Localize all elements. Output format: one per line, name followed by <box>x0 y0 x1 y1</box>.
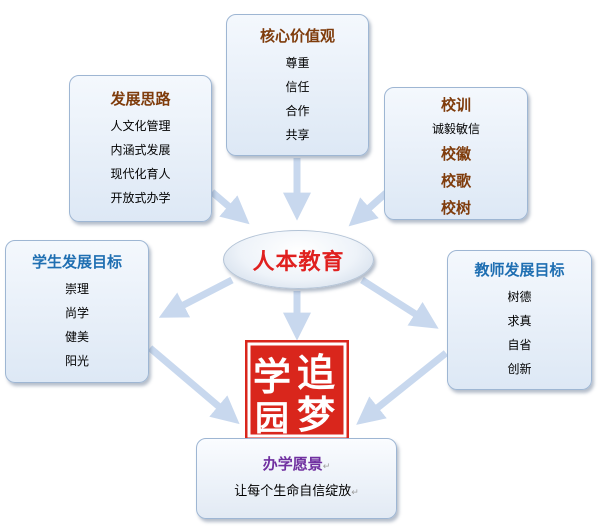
paragraph-mark-icon: ↵ <box>322 462 331 472</box>
school-vision-title-text: 办学愿景 <box>262 455 323 473</box>
development-strategy-box: 发展思路 人文化管理 内涵式发展 现代化育人 开放式办学 <box>69 75 212 222</box>
motto-item: 校徽 <box>440 145 471 163</box>
strategy-item: 内涵式发展 <box>110 143 171 157</box>
seal-char: 园 <box>255 399 289 439</box>
school-vision-text-content: 让每个生命自信绽放 <box>234 484 352 499</box>
value-item: 合作 <box>285 104 310 118</box>
value-item: 信任 <box>285 80 310 94</box>
school-vision-text: 让每个生命自信绽放↵ <box>197 480 396 505</box>
arrow-center-to-student <box>158 276 234 318</box>
student-goal-item: 崇理 <box>64 282 89 296</box>
motto-item: 校树 <box>440 199 471 217</box>
teacher-goal-item: 树德 <box>507 290 532 304</box>
strategy-item: 人文化管理 <box>110 119 171 133</box>
core-values-title: 核心价值观 <box>259 27 335 45</box>
strategy-item: 开放式办学 <box>110 191 171 205</box>
arrow-motto-to-center <box>348 190 389 227</box>
school-motto-text: 诚毅敏信 <box>431 122 480 136</box>
seal-char: 梦 <box>297 393 335 437</box>
student-goal-item: 尚学 <box>64 306 89 320</box>
arrow-center-to-teacher <box>360 277 439 329</box>
teacher-goals-box: 教师发展目标 树德 求真 自省 创新 <box>447 250 592 390</box>
teacher-goal-item: 自省 <box>507 338 532 352</box>
school-vision-box: 办学愿景↵ 让每个生命自信绽放↵ <box>196 438 397 519</box>
teacher-goals-title: 教师发展目标 <box>474 261 565 279</box>
core-values-box: 核心价值观 尊重 信任 合作 共享 <box>226 14 369 156</box>
student-goal-item: 健美 <box>64 330 89 344</box>
center-concept-oval: 人本教育 <box>223 230 374 289</box>
student-goals-title: 学生发展目标 <box>31 253 122 271</box>
school-seal-logo: 学 追 梦 园 <box>245 340 349 440</box>
arrow-teacher-to-vision <box>356 350 449 425</box>
school-motto-title: 校训 <box>440 96 471 114</box>
student-goals-box: 学生发展目标 崇理 尚学 健美 阳光 <box>5 240 149 383</box>
development-strategy-title: 发展思路 <box>110 90 171 108</box>
teacher-goal-item: 创新 <box>507 362 532 376</box>
arrow-student-to-vision <box>147 345 240 425</box>
teacher-goal-item: 求真 <box>507 314 532 328</box>
school-vision-title: 办学愿景↵ <box>197 453 396 474</box>
school-motto-box: 校训 诚毅敏信 校徽 校歌 校树 <box>384 87 528 220</box>
strategy-item: 现代化育人 <box>110 167 171 181</box>
value-item: 共享 <box>285 128 310 142</box>
arrow-strategy-to-center <box>209 189 250 225</box>
motto-item: 校歌 <box>440 172 471 190</box>
seal-graphic: 学 追 梦 园 <box>247 342 347 439</box>
value-item: 尊重 <box>285 56 310 70</box>
seal-char: 学 <box>253 355 291 399</box>
paragraph-mark-icon: ↵ <box>351 488 359 498</box>
student-goal-item: 阳光 <box>64 354 89 368</box>
seal-char: 追 <box>297 351 335 395</box>
